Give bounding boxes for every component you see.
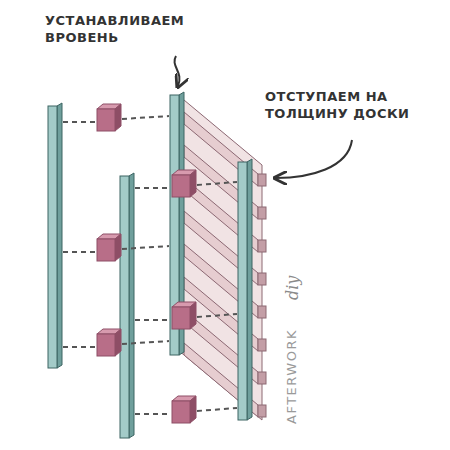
- post-side: [57, 103, 62, 368]
- post: [238, 162, 247, 420]
- slat-end: [258, 405, 266, 417]
- dashed-guide: [197, 408, 237, 411]
- post-side: [129, 173, 134, 438]
- spacer-block: [97, 109, 115, 131]
- slat-end: [258, 240, 266, 252]
- panel-back: [178, 95, 262, 420]
- spacer-side: [115, 234, 121, 261]
- slat-end: [258, 372, 266, 384]
- slat-end: [258, 174, 266, 186]
- callout-note: ОТСТУПАЕМ НА ТОЛЩИНУ ДОСКИ: [265, 88, 415, 122]
- posts-and-spacers: [48, 103, 237, 438]
- pointer-arrow: [276, 140, 352, 178]
- dashed-guide: [197, 314, 237, 317]
- slat-end: [258, 339, 266, 351]
- slat-end: [258, 306, 266, 318]
- dashed-guide: [63, 251, 96, 253]
- watermark: diy: [283, 276, 302, 300]
- dashed-guide: [122, 116, 169, 119]
- watermark: AFTERWORK: [284, 329, 299, 424]
- dashed-guide: [135, 319, 170, 321]
- spacer-block: [97, 334, 115, 356]
- dashed-guide: [122, 246, 169, 249]
- spacer-block: [172, 401, 190, 423]
- post: [48, 106, 57, 368]
- dashed-guide: [63, 121, 96, 123]
- spacer-block: [172, 175, 190, 197]
- dashed-guide: [197, 182, 237, 185]
- callout-note: УСТАНАВЛИВАЕМ ВРОВЕНЬ: [45, 12, 195, 46]
- fence-panel: [170, 92, 266, 420]
- dashed-guide: [135, 413, 170, 415]
- slat-end: [258, 273, 266, 285]
- spacer-side: [115, 329, 121, 356]
- dashed-guide: [63, 346, 96, 348]
- slat-end: [258, 207, 266, 219]
- pointer-arrow: [174, 56, 179, 86]
- dashed-guide: [135, 187, 170, 189]
- post-side: [247, 159, 252, 420]
- spacer-side: [190, 170, 196, 197]
- dashed-guide: [122, 341, 169, 344]
- spacer-side: [115, 104, 121, 131]
- spacer-side: [190, 396, 196, 423]
- spacer-block: [172, 307, 190, 329]
- spacer-side: [190, 302, 196, 329]
- post: [120, 176, 129, 438]
- spacer-block: [97, 239, 115, 261]
